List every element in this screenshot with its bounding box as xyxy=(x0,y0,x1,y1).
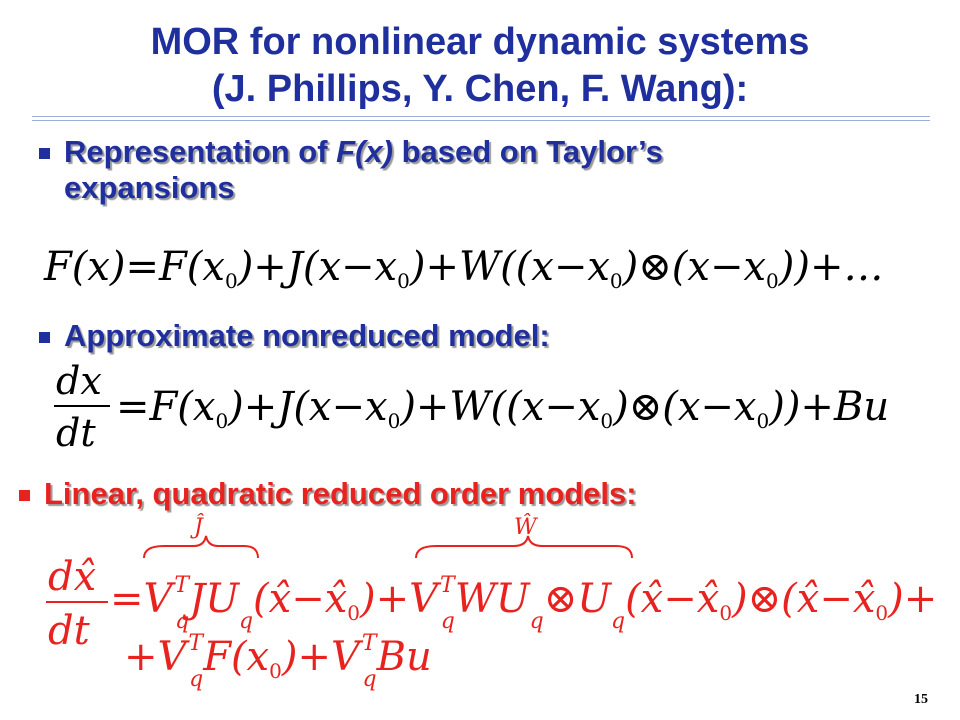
slide-title-line1: MOR for nonlinear dynamic systems xyxy=(150,21,810,63)
svg-text:=F(x0)+J(x−x0)+W((x−x0)⊗(x−x0): =F(x0)+J(x−x0)+W((x−x0)⊗(x−x0))+Bu xyxy=(116,384,889,433)
title-divider-second xyxy=(32,120,930,121)
bullet-taylor: Representation of F(x) based on Taylor’s… xyxy=(39,134,663,206)
bullet-square-icon xyxy=(39,148,50,159)
bullet-reduced-models: Linear, quadratic reduced order models: xyxy=(19,476,637,512)
page-number: 15 xyxy=(914,692,928,707)
bullet-taylor-suffix: based on Taylor’s xyxy=(392,134,663,169)
title-divider xyxy=(32,116,930,117)
svg-text:Ĵ: Ĵ xyxy=(190,513,204,540)
slide-title-line2: (J. Phillips, Y. Chen, F. Wang): xyxy=(211,68,749,110)
bullet-nonreduced-text: Approximate nonreduced model: xyxy=(64,318,550,353)
nonreduced-equation: dx dt =F(x0)+J(x−x0)+W((x−x0)⊗(x−x0))+Bu xyxy=(54,359,889,455)
svg-text:Ŵ: Ŵ xyxy=(514,513,539,540)
taylor-equation: F(x)=F(x0)+J(x−x0)+W((x−x0)⊗(x−x0))+… xyxy=(43,244,883,293)
bullet-taylor-italic: F(x) xyxy=(336,134,393,169)
svg-text:dt: dt xyxy=(48,608,91,654)
svg-text:dx: dx xyxy=(56,359,102,403)
bullet-nonreduced: Approximate nonreduced model: xyxy=(39,318,550,354)
bullet-reduced-models-text: Linear, quadratic reduced order models: xyxy=(44,476,637,511)
bullet-square-icon xyxy=(39,332,50,343)
bullet-square-icon xyxy=(19,490,30,501)
svg-text:dx̂: dx̂ xyxy=(48,554,96,600)
bullet-taylor-prefix: Representation of xyxy=(64,134,337,169)
svg-text:dt: dt xyxy=(56,411,96,455)
bullet-taylor-line2: expansions xyxy=(64,170,235,205)
svg-text:F(x)=F(x0)+J(x−x0)+W((x−x0)⊗(x: F(x)=F(x0)+J(x−x0)+W((x−x0)⊗(x−x0))+… xyxy=(43,244,883,293)
